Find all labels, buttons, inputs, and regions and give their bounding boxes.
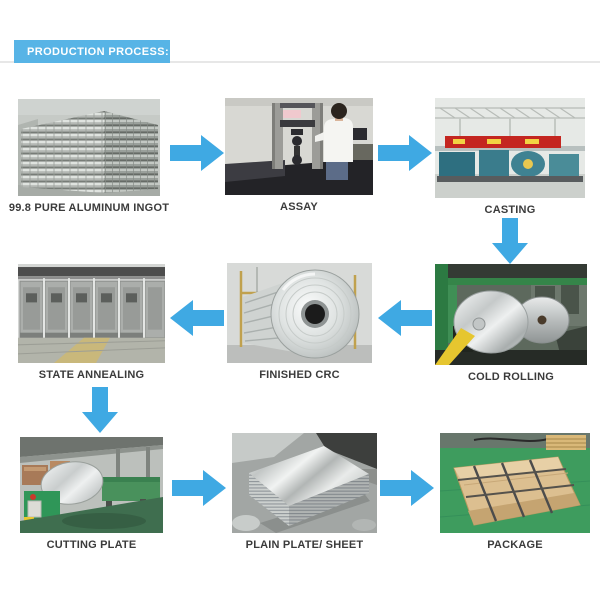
step-label: STATE ANNEALING [38,369,145,381]
flow-arrow-left-icon [378,300,432,336]
step-assay: ASSAY [225,98,373,213]
step-label: PLAIN PLATE/ SHEET [245,539,364,551]
flow-arrow-right-icon [172,470,226,506]
wooden-crate-illustration [440,433,590,533]
step-package: PACKAGE [440,433,590,551]
state-annealing-photo [18,264,165,363]
step-label: 99.8 PURE ALUMINUM INGOT [8,202,170,214]
cutting-plate-photo [20,437,163,533]
flow-arrow-down-icon [492,218,528,264]
section-title: PRODUCTION PROCESS: [27,45,170,58]
aluminum-ingot-photo [18,99,160,196]
finished-crc-photo [227,263,372,363]
header-underline [0,61,600,63]
flow-arrow-right-icon [380,470,434,506]
step-label: FINISHED CRC [259,369,340,381]
package-photo [440,433,590,533]
flow-arrow-right-icon [170,135,224,171]
step-label: COLD ROLLING [467,371,555,383]
step-plain-plate-sheet: PLAIN PLATE/ SHEET [232,433,377,551]
casting-hall-illustration [435,98,585,198]
flow-arrow-down-icon [82,387,118,433]
step-label: CASTING [484,204,536,216]
step-label: PACKAGE [487,539,543,551]
step-finished-crc: FINISHED CRC [227,263,372,381]
step-aluminum-ingot: 99.8 PURE ALUMINUM INGOT [9,99,169,214]
ingot-stack-illustration [18,99,160,196]
step-state-annealing: STATE ANNEALING [18,264,165,381]
casting-photo [435,98,585,198]
step-cold-rolling: COLD ROLLING [435,264,587,383]
assay-lab-illustration [225,98,373,195]
rolling-mill-illustration [435,264,587,365]
section-header: PRODUCTION PROCESS: [14,40,170,63]
sheet-stack-illustration [232,433,377,533]
step-label: CUTTING PLATE [46,539,137,551]
step-label: ASSAY [280,201,318,213]
step-casting: CASTING [435,98,585,216]
flow-arrow-right-icon [378,135,432,171]
annealing-furnaces-illustration [18,264,165,363]
assay-photo [225,98,373,195]
step-cutting-plate: CUTTING PLATE [20,437,163,551]
cutting-machine-illustration [20,437,163,533]
plain-plate-sheet-photo [232,433,377,533]
coil-illustration [227,263,372,363]
cold-rolling-photo [435,264,587,365]
flow-arrow-left-icon [170,300,224,336]
